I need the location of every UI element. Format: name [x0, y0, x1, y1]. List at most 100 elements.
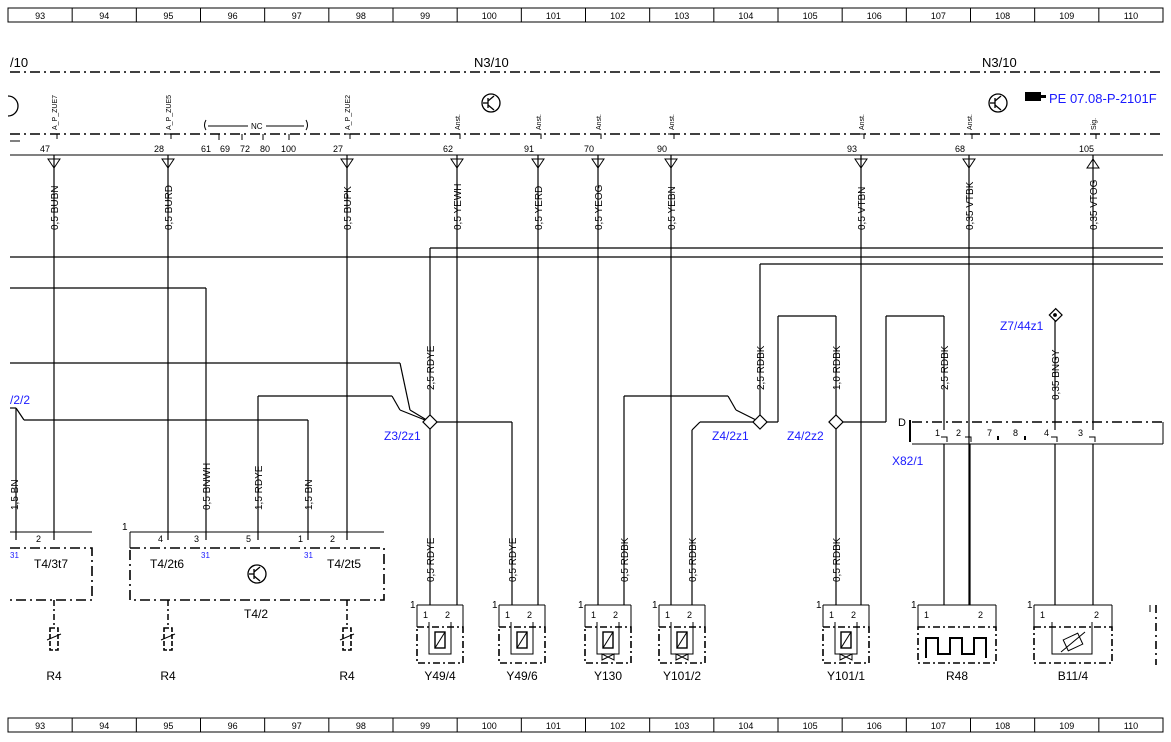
coil-lead	[510, 622, 534, 655]
component-label: R4	[46, 669, 62, 683]
x82-pin: 1	[935, 428, 940, 438]
pin-mark	[668, 133, 675, 139]
pin-label: 1	[1027, 600, 1033, 611]
nc-pin: 61	[201, 144, 211, 154]
pin-label: 2	[613, 610, 618, 620]
wire-label: 1,5 BN	[304, 479, 315, 510]
wire-label: 0,5 YEWH	[453, 184, 464, 231]
connector-x82: D 1 2 7 8 4 3	[898, 417, 1164, 605]
ruler-cell-label: 102	[610, 721, 625, 731]
splice-z7-label: Z7/44z1	[1000, 319, 1044, 333]
x82-pin: 4	[1044, 428, 1049, 438]
ruler-cell-label: 110	[1124, 721, 1138, 731]
nc-pin: 72	[240, 144, 250, 154]
splice-z4a-label: Z4/2z1	[712, 429, 749, 443]
splice-left-label: /2/2	[10, 393, 30, 407]
coil-icon	[602, 631, 614, 649]
nc-pin: 69	[220, 144, 230, 154]
coil-lead	[596, 622, 620, 655]
ruler-cell-label: 104	[738, 721, 753, 731]
pin-signal-label: A_P_ZUE7	[52, 95, 59, 130]
transistor-icon	[481, 93, 501, 113]
transistor-icon	[7, 95, 19, 117]
pin-label: 1	[122, 522, 128, 533]
component-box	[416, 626, 464, 664]
wire-label: 0,35 VTOG	[1089, 179, 1100, 230]
ruler-cell-label: 108	[995, 721, 1010, 731]
component-box	[658, 626, 706, 664]
wire-label: 0,5 YERD	[534, 186, 545, 230]
splice-z4a	[623, 264, 837, 605]
coil-diagonal	[840, 631, 852, 649]
wire-label: 0,5 BNWH	[202, 463, 213, 510]
pin-number: 70	[584, 144, 594, 154]
component-label: Y101/2	[663, 669, 701, 683]
component-box	[917, 626, 997, 664]
bus-lines	[10, 247, 1163, 540]
ruler-cell-label: 110	[1124, 11, 1138, 21]
heater-icon	[925, 637, 987, 658]
ruler-cell-label: 100	[482, 721, 497, 731]
ruler-cell-label: 100	[482, 11, 497, 21]
coil-icon	[516, 631, 528, 649]
module-label-right: N3/10	[982, 55, 1017, 70]
reference-hand-icon[interactable]	[1025, 92, 1046, 101]
ruler-cell-label: 93	[35, 11, 45, 21]
pin-label: 1	[423, 610, 428, 620]
wire-label: 0,35 VTBK	[965, 181, 976, 230]
component-box	[822, 626, 870, 664]
resistor-icon	[342, 627, 352, 651]
component-box	[498, 626, 546, 664]
pin-label: 1	[816, 600, 822, 611]
reference-link[interactable]: PE 07.08-P-2101F	[1049, 91, 1157, 106]
wire-label: 2,5 RDBK	[940, 345, 951, 390]
pin-signal-label: Anst.	[967, 114, 974, 130]
t4-2t5-label: T4/2t5	[327, 557, 361, 571]
pin-number: 105	[1079, 144, 1094, 154]
coil-diagonal	[602, 631, 614, 649]
ruler-cell-label: 97	[292, 721, 302, 731]
pin-signal-label: Anst.	[536, 114, 543, 130]
pin-label: 1	[492, 600, 498, 611]
wire-label: 0,5 YEOG	[594, 184, 605, 230]
nc-group: NC 61 69 72 80 100	[201, 119, 308, 154]
ruler-cell-label: 103	[674, 721, 689, 731]
x82-d-label: D	[898, 417, 906, 429]
valve-icon	[839, 653, 853, 661]
coil-icon	[676, 631, 688, 649]
ruler-cell-label: 105	[803, 721, 818, 731]
resistor-icon	[163, 627, 173, 651]
pin-label: 2	[330, 534, 335, 544]
wire-label: 1,5 BN	[10, 479, 21, 510]
pin-number: 91	[524, 144, 534, 154]
coil-icon	[840, 631, 852, 649]
pin-signal-label: A_P_ZUE5	[166, 95, 173, 130]
splice-z4b	[828, 315, 945, 605]
ruler-cell-label: 106	[867, 721, 882, 731]
ruler-cell-label: 105	[803, 11, 818, 21]
pin-signal-label: Anst.	[455, 114, 462, 130]
pin-signal-label: Sig.	[1091, 118, 1098, 130]
wire-label: 0,5 BUBN	[50, 186, 61, 230]
splice-z3	[257, 248, 513, 605]
component-label: Y101/1	[827, 669, 865, 683]
pin-number: 28	[154, 144, 164, 154]
pin-mark	[595, 133, 602, 139]
sensor-icon	[1062, 632, 1084, 652]
ruler-cell-label: 104	[738, 11, 753, 21]
coil-diagonal	[516, 631, 528, 649]
transistor-icon	[247, 564, 267, 584]
ruler-cell-label: 109	[1059, 721, 1074, 731]
ruler-cell-label: 106	[867, 11, 882, 21]
pin-label: 1	[591, 610, 596, 620]
ruler-cell-label: 95	[163, 11, 173, 21]
ruler-cell-label: 94	[99, 721, 109, 731]
ruler-cell-label: 96	[228, 11, 238, 21]
pin-label: 1	[410, 600, 416, 611]
x82-pin: 8	[1013, 428, 1018, 438]
pin-number: 47	[40, 144, 50, 154]
pin-mark	[535, 133, 542, 139]
wire-label: 0,5 BURD	[164, 185, 175, 230]
